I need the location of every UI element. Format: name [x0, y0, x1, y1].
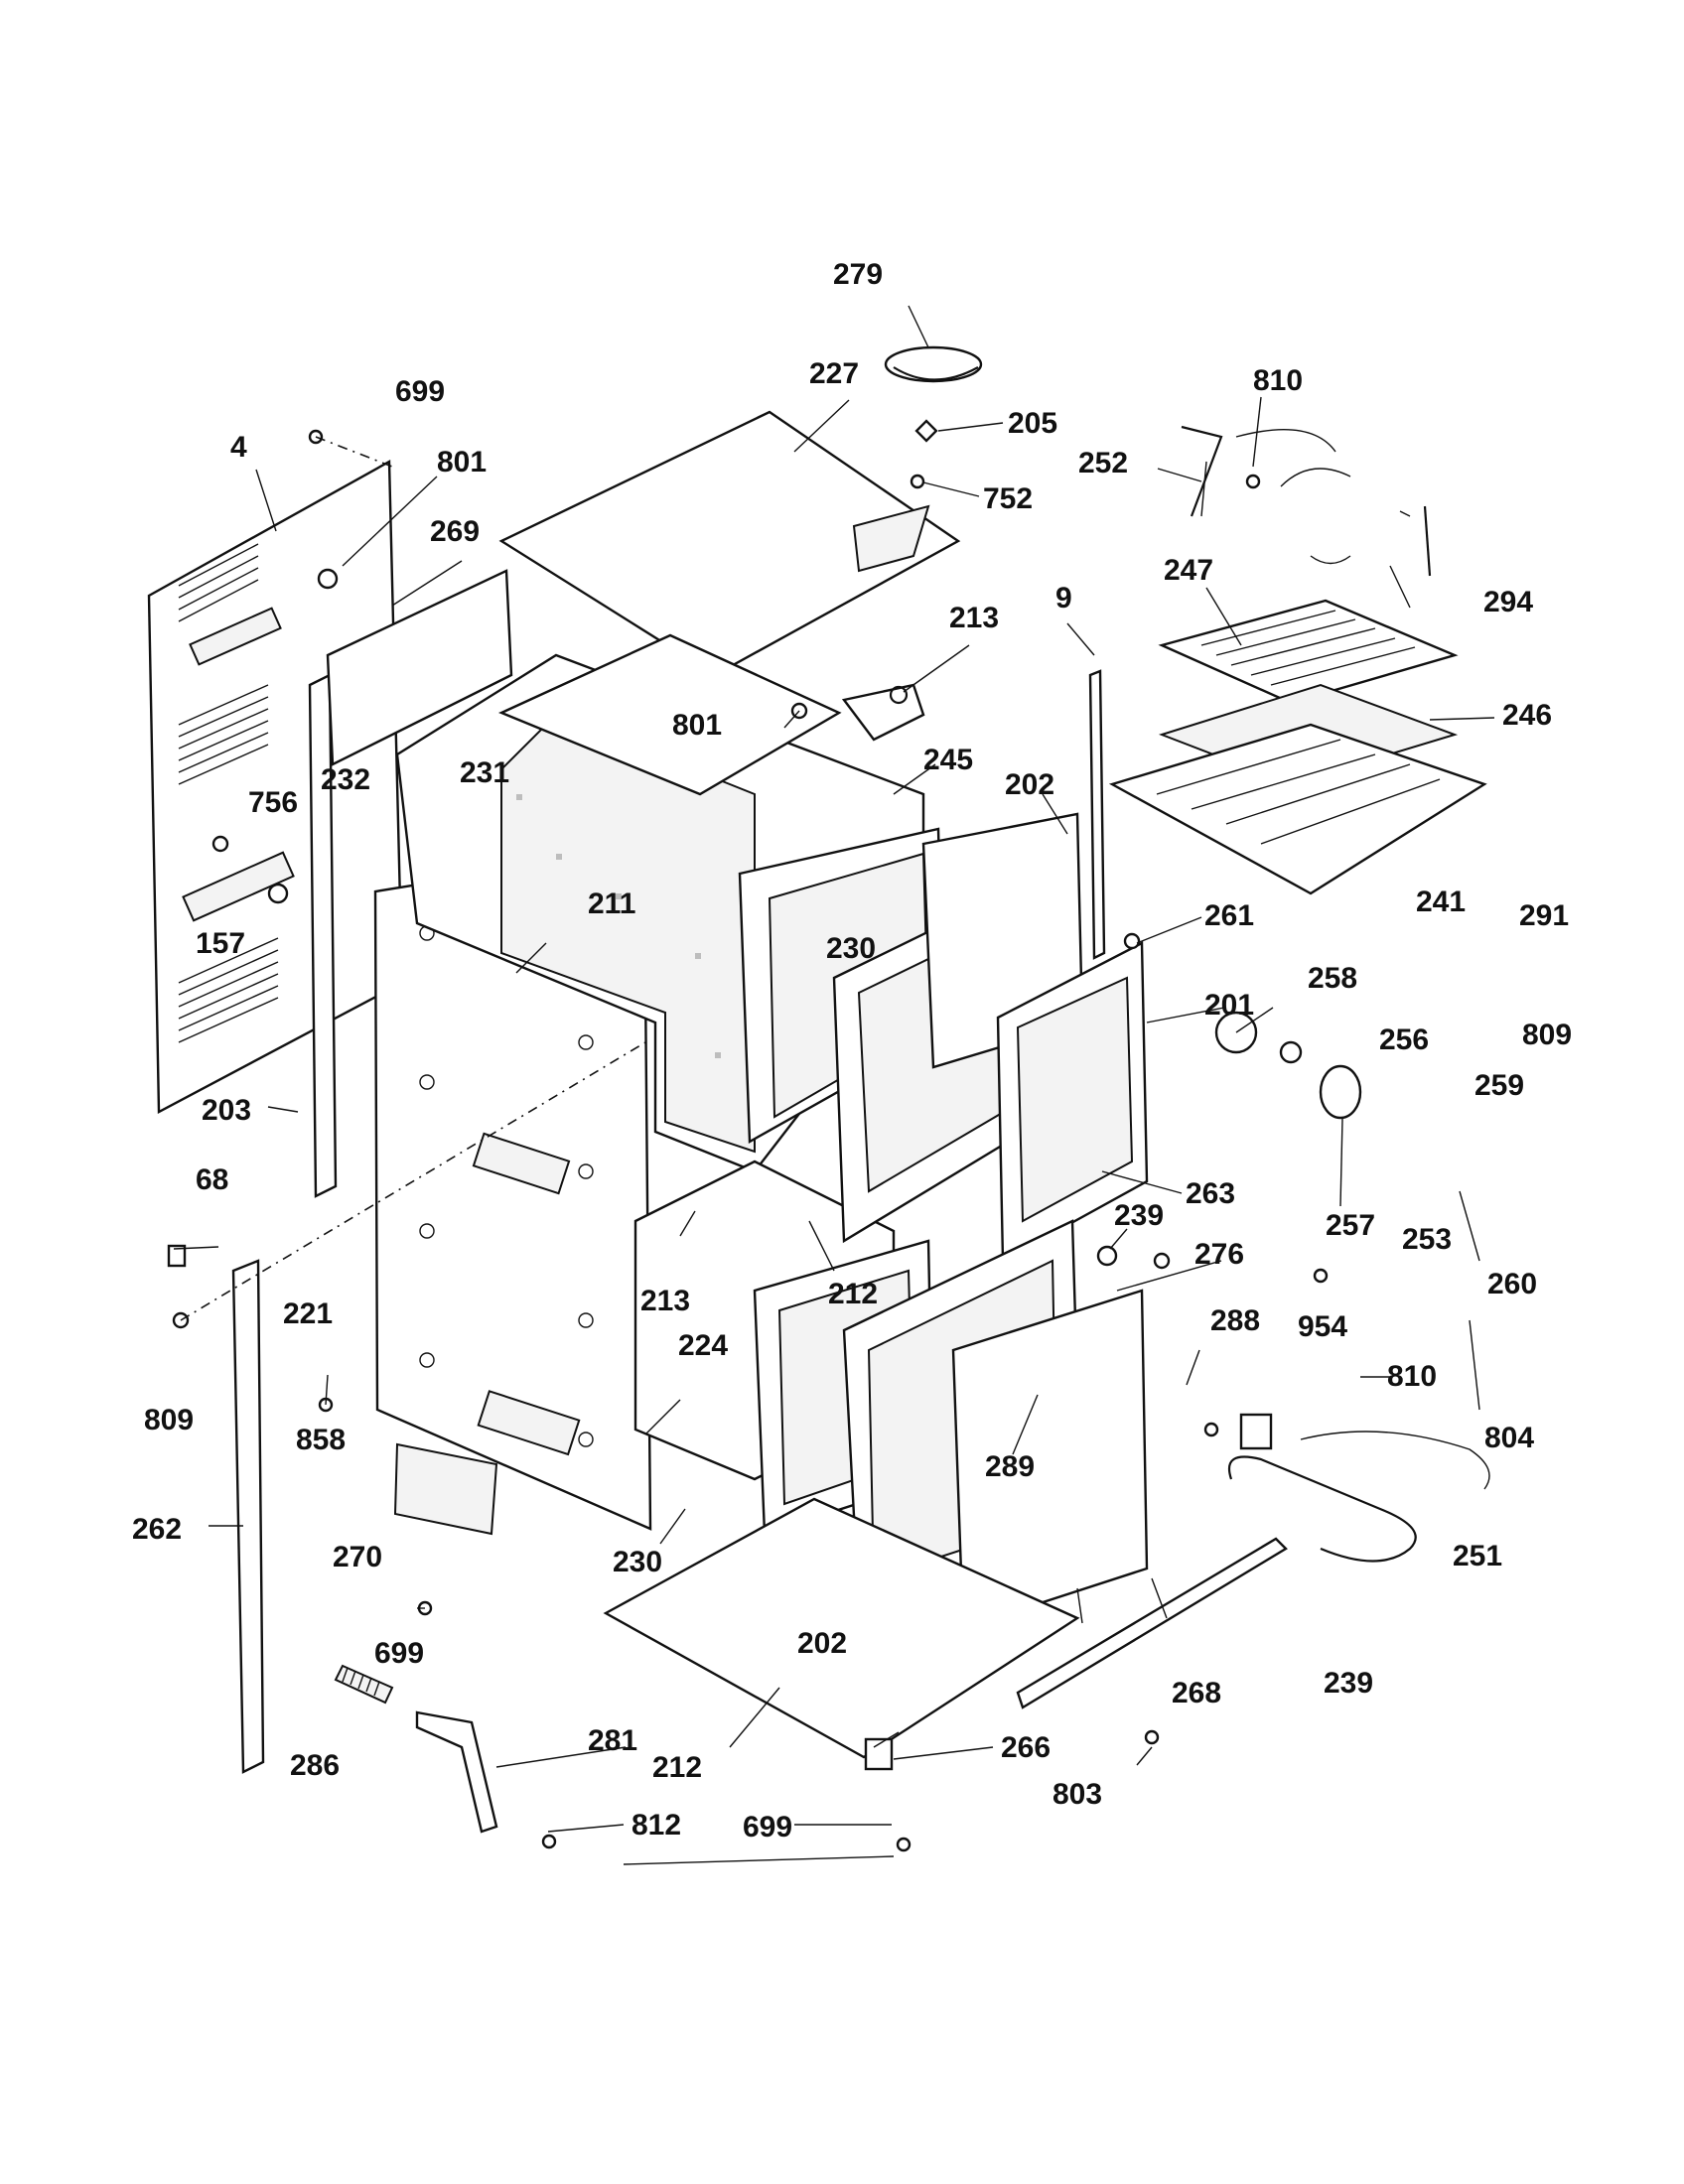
label-954: 954	[1298, 1310, 1347, 1343]
label-803: 803	[1052, 1778, 1102, 1811]
label-276: 276	[1194, 1238, 1244, 1271]
small-parts-205-752	[910, 419, 938, 489]
label-288: 288	[1210, 1304, 1260, 1337]
label-269: 269	[430, 515, 480, 548]
upper-oven-frames	[738, 812, 1149, 1264]
oven-rack-part-241	[1108, 723, 1487, 895]
label-239-lower: 239	[1324, 1667, 1373, 1700]
label-812: 812	[632, 1809, 681, 1842]
label-213-top: 213	[949, 602, 999, 634]
label-801-left: 801	[437, 446, 487, 478]
label-268: 268	[1172, 1677, 1221, 1709]
lower-oven-frames	[753, 1219, 1149, 1630]
label-804: 804	[1484, 1422, 1534, 1454]
element-part-252	[1181, 425, 1432, 577]
label-809-right: 809	[1522, 1019, 1572, 1051]
label-221: 221	[283, 1297, 333, 1330]
label-266: 266	[1001, 1731, 1051, 1764]
spring-part-286	[334, 1664, 394, 1705]
label-699-mid: 699	[374, 1637, 424, 1670]
light-assembly-part-258	[1214, 1011, 1362, 1120]
label-281: 281	[588, 1724, 637, 1757]
bracket-part-213	[841, 683, 925, 742]
label-752: 752	[983, 482, 1033, 515]
label-9: 9	[1055, 582, 1072, 614]
label-699-top: 699	[395, 375, 445, 408]
hinge-part-281	[415, 1710, 498, 1834]
label-258: 258	[1308, 962, 1357, 995]
label-270: 270	[333, 1541, 382, 1573]
label-286: 286	[290, 1749, 340, 1782]
label-68: 68	[196, 1163, 228, 1196]
label-252: 252	[1078, 447, 1128, 479]
strip-part-203	[308, 673, 338, 1198]
label-231: 231	[460, 756, 509, 789]
label-756: 756	[248, 786, 298, 819]
bottom-pan-part-212	[603, 1497, 1080, 1759]
label-4: 4	[230, 431, 247, 464]
label-810-bottom: 810	[1387, 1360, 1437, 1393]
label-203: 203	[202, 1094, 251, 1127]
inner-top-panel	[497, 633, 842, 796]
label-224: 224	[678, 1329, 728, 1362]
label-232: 232	[321, 763, 370, 796]
label-801-center: 801	[672, 709, 722, 742]
label-809-left: 809	[144, 1404, 194, 1436]
label-230-upper: 230	[826, 932, 876, 965]
label-157: 157	[196, 927, 245, 960]
strip-part-9	[1088, 669, 1106, 960]
label-241: 241	[1416, 886, 1466, 918]
label-202-top: 202	[1005, 768, 1054, 801]
label-247: 247	[1164, 554, 1213, 587]
label-858: 858	[296, 1424, 346, 1456]
bake-element-part-251	[1228, 1413, 1490, 1563]
strip-part-262	[231, 1259, 265, 1774]
label-699-bottom: 699	[743, 1811, 792, 1843]
label-213-mid: 213	[640, 1285, 690, 1317]
label-202-bottom: 202	[797, 1627, 847, 1660]
label-262: 262	[132, 1513, 182, 1546]
label-251: 251	[1453, 1540, 1502, 1572]
label-263: 263	[1186, 1177, 1235, 1210]
label-291: 291	[1519, 899, 1569, 932]
label-230-lower: 230	[613, 1546, 662, 1578]
label-212-bottom: 212	[652, 1751, 702, 1784]
label-239-upper: 239	[1114, 1199, 1164, 1232]
label-227: 227	[809, 357, 859, 390]
label-256: 256	[1379, 1024, 1429, 1056]
broiler-pan-grid-part-247	[1158, 599, 1459, 705]
label-201: 201	[1204, 989, 1254, 1022]
label-294: 294	[1483, 586, 1533, 618]
label-253: 253	[1402, 1223, 1452, 1256]
rail-part-268	[1016, 1537, 1288, 1709]
callout-labels: 4 699 801 269 279 227 205 752 810 252 24…	[132, 258, 1572, 1843]
bracket-part-266	[864, 1737, 894, 1771]
label-257: 257	[1326, 1209, 1375, 1242]
label-245: 245	[923, 744, 973, 776]
label-212-mid: 212	[828, 1278, 878, 1310]
top-panel-part-227	[498, 410, 961, 677]
label-205: 205	[1008, 407, 1057, 440]
side-panel-part-4	[147, 459, 404, 1114]
screws-and-clips	[167, 429, 1329, 1852]
label-810-top: 810	[1253, 364, 1303, 397]
leader-lines	[173, 305, 1495, 1865]
label-246: 246	[1502, 699, 1552, 732]
label-289: 289	[985, 1450, 1035, 1483]
knob-part-279	[884, 345, 983, 383]
label-260: 260	[1487, 1268, 1537, 1300]
rear-wrapper-part-232	[326, 569, 513, 766]
label-261: 261	[1204, 899, 1254, 932]
label-211: 211	[588, 887, 635, 920]
label-279: 279	[833, 258, 883, 291]
label-259: 259	[1474, 1069, 1524, 1102]
front-plate-part-211	[373, 877, 652, 1536]
